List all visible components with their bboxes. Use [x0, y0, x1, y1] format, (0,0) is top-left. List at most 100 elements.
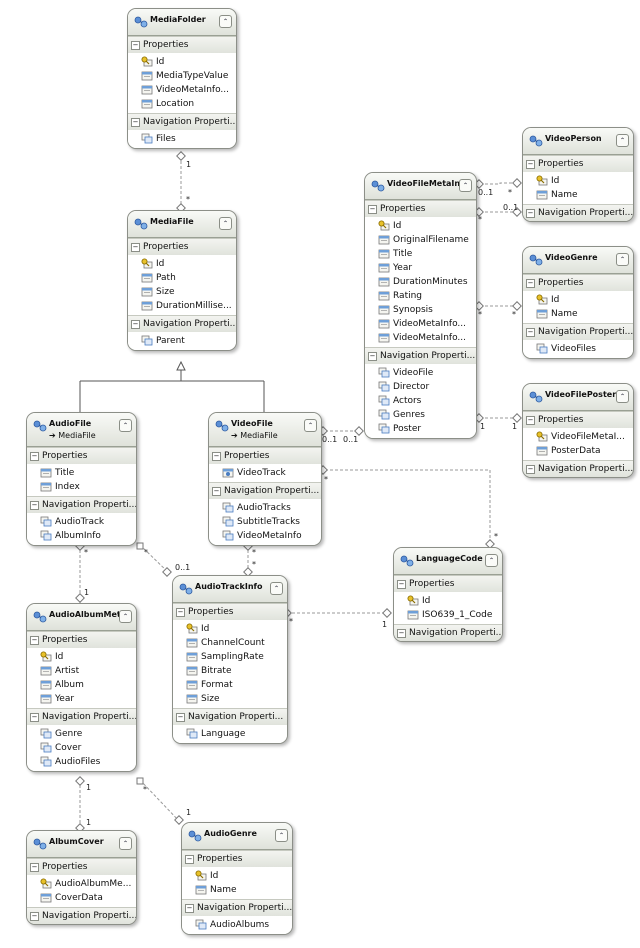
collapse-chevron-icon[interactable]: ⌃ [270, 582, 283, 595]
collapse-chevron-icon[interactable]: ⌃ [616, 390, 629, 403]
navigation-item[interactable]: Actors [365, 394, 476, 408]
property-item[interactable]: DurationMillise... [128, 299, 236, 313]
navigation-item[interactable]: AudioAlbums [182, 918, 292, 932]
minus-icon[interactable]: − [176, 607, 185, 617]
minus-icon[interactable]: − [176, 712, 185, 722]
minus-icon[interactable]: − [30, 911, 39, 921]
navigation-section-header[interactable]: −Navigation Properti... [27, 496, 136, 513]
collapse-chevron-icon[interactable]: ⌃ [119, 419, 132, 432]
property-item[interactable]: Rating [365, 289, 476, 303]
collapse-chevron-icon[interactable]: ⌃ [219, 15, 232, 28]
collapse-chevron-icon[interactable]: ⌃ [459, 179, 472, 192]
navigation-section-header[interactable]: −Navigation Properti... [128, 315, 236, 332]
navigation-section-header[interactable]: −Navigation Properti... [209, 482, 321, 499]
navigation-section-header[interactable]: −Navigation Properti... [182, 899, 292, 916]
navigation-item[interactable]: Language [173, 727, 287, 741]
minus-icon[interactable]: − [30, 451, 39, 461]
property-item[interactable]: Location [128, 97, 236, 111]
properties-section-header[interactable]: −Properties [523, 274, 633, 291]
properties-section-header[interactable]: −Properties [27, 631, 136, 648]
navigation-section-header[interactable]: −Navigation Properti... [523, 204, 633, 221]
property-item[interactable]: Index [27, 480, 136, 494]
property-item[interactable]: Path [128, 271, 236, 285]
navigation-section-header[interactable]: −Navigation Properti... [27, 708, 136, 725]
property-item[interactable]: ChannelCount [173, 636, 287, 650]
navigation-item[interactable]: AudioTrack [27, 515, 136, 529]
minus-icon[interactable]: − [131, 319, 140, 329]
properties-section-header[interactable]: −Properties [182, 850, 292, 867]
navigation-item[interactable]: Cover [27, 741, 136, 755]
property-item[interactable]: Artist [27, 664, 136, 678]
property-item[interactable]: Id [523, 293, 633, 307]
minus-icon[interactable]: − [526, 278, 535, 288]
minus-icon[interactable]: − [30, 500, 39, 510]
minus-icon[interactable]: − [131, 117, 140, 127]
minus-icon[interactable]: − [526, 327, 535, 337]
navigation-section-header[interactable]: −Navigation Properti... [173, 708, 287, 725]
property-item[interactable]: Album [27, 678, 136, 692]
entity-header[interactable]: AudioFile➔ MediaFile⌃ [27, 413, 136, 447]
navigation-item[interactable]: AudioTracks [209, 501, 321, 515]
collapse-chevron-icon[interactable]: ⌃ [219, 217, 232, 230]
property-item[interactable]: Synopsis [365, 303, 476, 317]
navigation-item[interactable]: Files [128, 132, 236, 146]
minus-icon[interactable]: − [526, 464, 535, 474]
property-item[interactable]: Id [128, 55, 236, 69]
collapse-chevron-icon[interactable]: ⌃ [275, 829, 288, 842]
property-item[interactable]: VideoTrack [209, 466, 321, 480]
properties-section-header[interactable]: −Properties [128, 238, 236, 255]
property-item[interactable]: Id [173, 622, 287, 636]
entity-header[interactable]: VideoFilePoster⌃ [523, 384, 633, 411]
property-item[interactable]: OriginalFilename [365, 233, 476, 247]
property-item[interactable]: Title [365, 247, 476, 261]
property-item[interactable]: Id [365, 219, 476, 233]
entity-header[interactable]: AlbumCover⌃ [27, 831, 136, 858]
property-item[interactable]: AudioAlbumMe... [27, 877, 136, 891]
navigation-item[interactable]: Parent [128, 334, 236, 348]
minus-icon[interactable]: − [397, 628, 406, 638]
properties-section-header[interactable]: −Properties [173, 603, 287, 620]
entity-header[interactable]: VideoFile➔ MediaFile⌃ [209, 413, 321, 447]
navigation-item[interactable]: Poster [365, 422, 476, 436]
entity-header[interactable]: MediaFolder⌃ [128, 9, 236, 36]
entity-header[interactable]: VideoFileMetaInfo⌃ [365, 173, 476, 200]
property-item[interactable]: Id [523, 174, 633, 188]
entity-header[interactable]: AudioTrackInfo⌃ [173, 576, 287, 603]
property-item[interactable]: Bitrate [173, 664, 287, 678]
navigation-section-header[interactable]: −Navigation Properti... [394, 624, 502, 641]
property-item[interactable]: Title [27, 466, 136, 480]
minus-icon[interactable]: − [30, 862, 39, 872]
minus-icon[interactable]: − [368, 351, 377, 361]
property-item[interactable]: Year [365, 261, 476, 275]
minus-icon[interactable]: − [526, 208, 535, 218]
navigation-section-header[interactable]: −Navigation Properti... [128, 113, 236, 130]
property-item[interactable]: Year [27, 692, 136, 706]
property-item[interactable]: Name [523, 188, 633, 202]
navigation-item[interactable]: VideoFile [365, 366, 476, 380]
entity-header[interactable]: AudioAlbumMet...⌃ [27, 604, 136, 631]
navigation-section-header[interactable]: −Navigation Properti... [27, 907, 136, 924]
property-item[interactable]: SamplingRate [173, 650, 287, 664]
properties-section-header[interactable]: −Properties [209, 447, 321, 464]
navigation-section-header[interactable]: −Navigation Properti... [365, 347, 476, 364]
minus-icon[interactable]: − [131, 40, 140, 50]
minus-icon[interactable]: − [368, 204, 377, 214]
navigation-item[interactable]: AlbumInfo [27, 529, 136, 543]
minus-icon[interactable]: − [30, 635, 39, 645]
property-item[interactable]: VideoMetaInfo... [365, 331, 476, 345]
property-item[interactable]: Size [128, 285, 236, 299]
collapse-chevron-icon[interactable]: ⌃ [304, 419, 317, 432]
minus-icon[interactable]: − [30, 712, 39, 722]
property-item[interactable]: VideoFileMetaI... [523, 430, 633, 444]
navigation-item[interactable]: AudioFiles [27, 755, 136, 769]
minus-icon[interactable]: − [397, 579, 406, 589]
